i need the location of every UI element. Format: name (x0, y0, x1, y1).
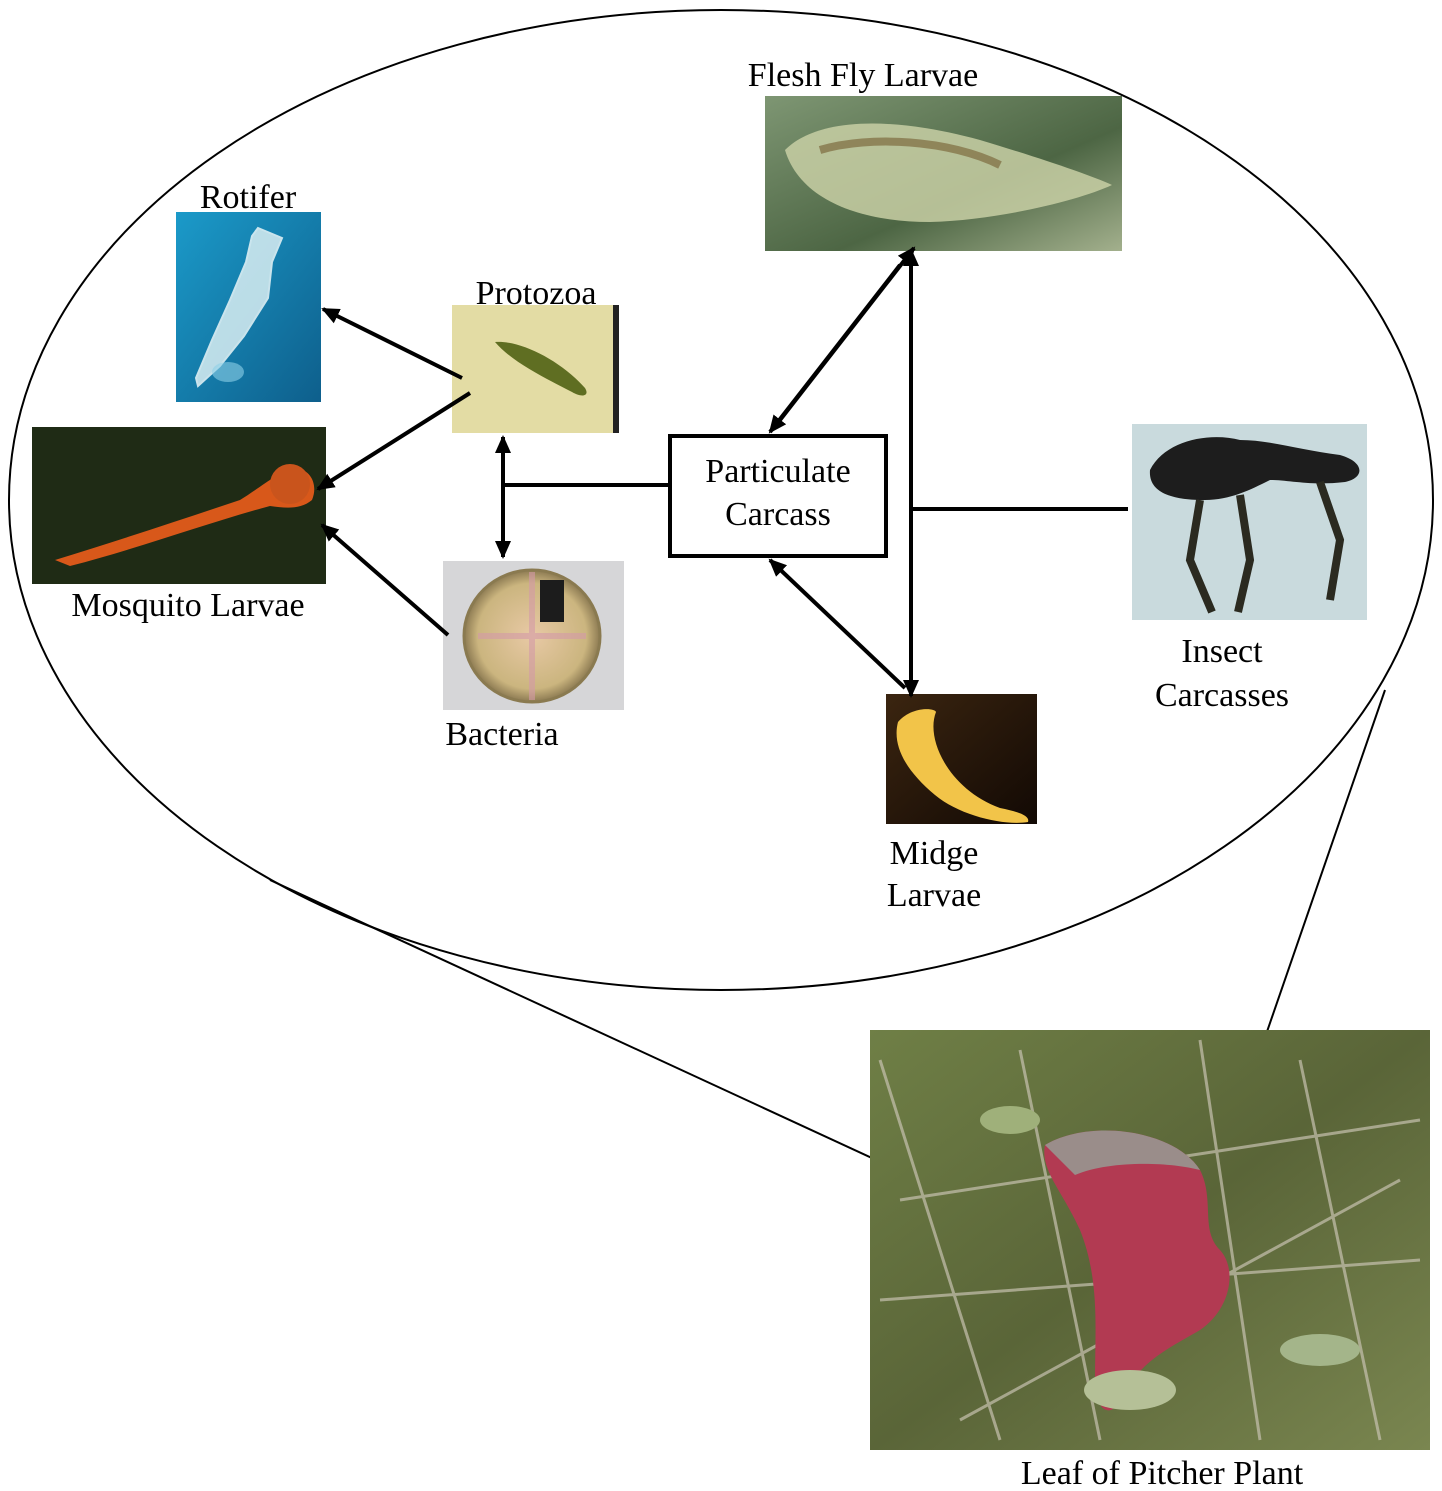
particulate-carcass-label-line1: Particulate (705, 453, 850, 490)
protozoa-image (452, 305, 619, 433)
rotifer-label: Rotifer (200, 179, 297, 216)
insect-carcasses-label-line1: Insect (1181, 633, 1263, 670)
arrow-protozoa-to-mosquito (318, 393, 470, 489)
protozoa-label: Protozoa (476, 275, 597, 312)
arrow-particulate-to-fly (780, 248, 914, 420)
midge-larvae-label-line2: Larvae (887, 877, 981, 914)
arrow-bacteria-to-mosquito (322, 525, 448, 635)
midge-larvae-label-line1: Midge (890, 835, 979, 872)
midge-larvae-image (886, 694, 1037, 824)
particulate-carcass-label-line2: Carcass (725, 496, 831, 533)
mosquito-larvae-label: Mosquito Larvae (71, 587, 304, 624)
mosquito-larvae-image (32, 427, 326, 584)
flesh-fly-larvae-label: Flesh Fly Larvae (748, 57, 978, 94)
flesh-fly-larvae-image (765, 96, 1122, 251)
bacteria-image (443, 561, 624, 710)
insect-carcasses-image (1132, 424, 1367, 620)
rotifer-image (176, 212, 321, 402)
arrow-protozoa-to-rotifer (323, 309, 462, 378)
pitcher-plant-label: Leaf of Pitcher Plant (1021, 1455, 1304, 1491)
arrow-midge-to-particulate (770, 560, 905, 688)
bacteria-label: Bacteria (445, 716, 558, 753)
pitcher-plant-image (870, 1030, 1430, 1450)
insect-carcasses-label-line2: Carcasses (1155, 677, 1289, 714)
